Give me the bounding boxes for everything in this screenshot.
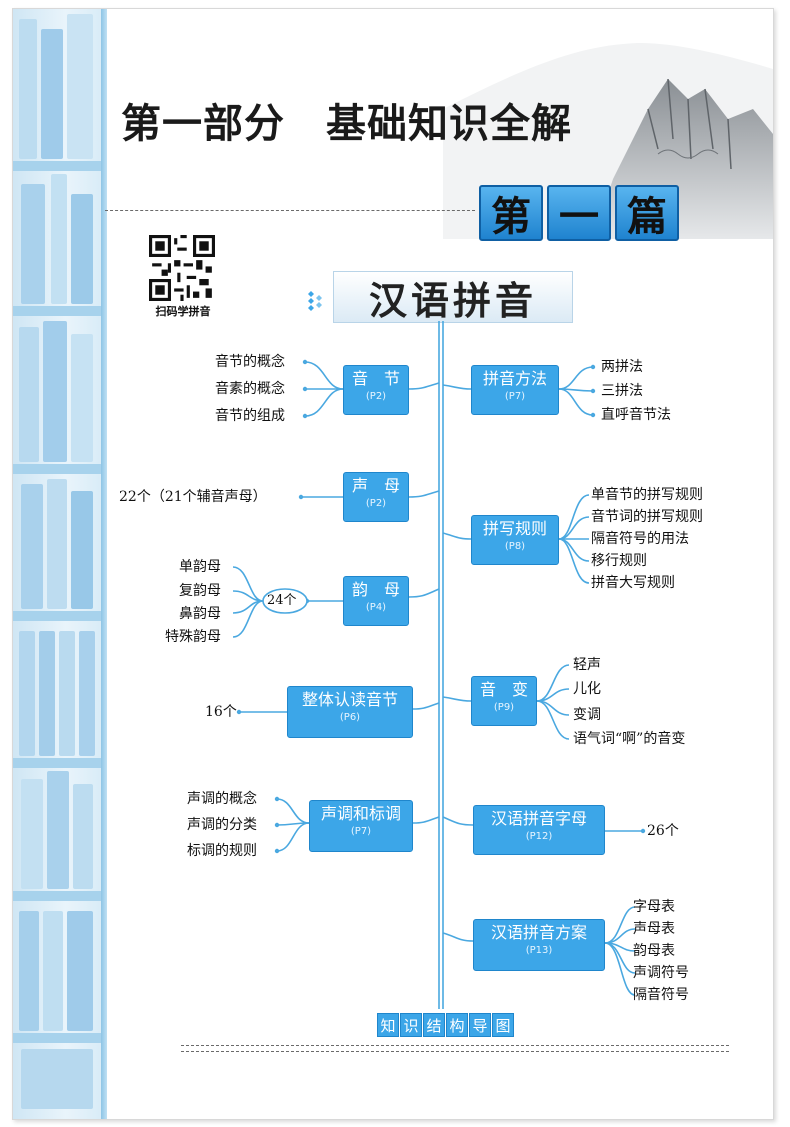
leaf-text: 韵母表 bbox=[633, 943, 675, 959]
caption-char: 构 bbox=[446, 1013, 468, 1037]
leaf-count-oval: 24个 bbox=[267, 593, 297, 608]
leaf-text: 三拼法 bbox=[601, 383, 643, 399]
node-title: 音 节 bbox=[351, 369, 400, 388]
node-title: 声调和标调 bbox=[320, 804, 401, 823]
leaf-text: 轻声 bbox=[573, 657, 601, 673]
node-spelling-method[interactable]: 拼音方法 (P7) bbox=[471, 365, 559, 415]
topic-title: 汉语拼音 bbox=[333, 271, 573, 323]
node-tones[interactable]: 声调和标调 (P7) bbox=[309, 800, 413, 852]
bookshelf-decoration bbox=[13, 9, 101, 1119]
leaf-text: 特殊韵母 bbox=[165, 629, 221, 645]
qr-code-icon[interactable] bbox=[149, 235, 215, 301]
node-page-ref: (P9) bbox=[493, 702, 515, 713]
chapter-badge: 第 一 篇 bbox=[479, 185, 679, 241]
leaf-text: 音节的组成 bbox=[215, 408, 285, 424]
node-title: 汉语拼音方案 bbox=[490, 923, 587, 942]
caption-char: 知 bbox=[377, 1013, 399, 1037]
node-page-ref: (P6) bbox=[339, 712, 361, 723]
part-title: 第一部分 基础知识全解 bbox=[121, 101, 572, 147]
node-finals[interactable]: 韵 母 (P4) bbox=[343, 576, 409, 626]
leaf-text: 鼻韵母 bbox=[179, 606, 221, 622]
node-page-ref: (P12) bbox=[525, 831, 553, 842]
diamond-ornament-icon bbox=[308, 291, 322, 311]
node-title: 拼音方法 bbox=[482, 369, 547, 388]
leaf-text: 22个（21个辅音声母） bbox=[119, 489, 267, 505]
node-title: 整体认读音节 bbox=[301, 690, 398, 709]
leaf-text: 音节的概念 bbox=[215, 354, 285, 370]
mind-map-connectors bbox=[232, 321, 646, 1009]
node-spelling-rules[interactable]: 拼写规则 (P8) bbox=[471, 515, 559, 565]
leaf-text: 儿化 bbox=[573, 681, 601, 697]
leaf-text: 两拼法 bbox=[601, 359, 643, 375]
node-page-ref: (P2) bbox=[365, 498, 387, 509]
chapter-char: 第 bbox=[479, 185, 543, 241]
leaf-text: 26个 bbox=[647, 823, 679, 839]
node-page-ref: (P8) bbox=[504, 541, 526, 552]
leaf-text: 字母表 bbox=[633, 899, 675, 915]
leaf-text: 隔音符号 bbox=[633, 987, 689, 1003]
node-title: 韵 母 bbox=[351, 580, 400, 599]
node-page-ref: (P4) bbox=[365, 602, 387, 613]
leaf-text: 标调的规则 bbox=[187, 843, 257, 859]
node-sound-change[interactable]: 音 变 (P9) bbox=[471, 676, 537, 726]
caption-char: 图 bbox=[492, 1013, 514, 1037]
leaf-text: 音素的概念 bbox=[215, 381, 285, 397]
node-whole-syllables[interactable]: 整体认读音节 (P6) bbox=[287, 686, 413, 738]
leaf-text: 移行规则 bbox=[591, 553, 647, 569]
leaf-text: 变调 bbox=[573, 707, 601, 723]
leaf-text: 声调的分类 bbox=[187, 817, 257, 833]
node-pinyin-scheme[interactable]: 汉语拼音方案 (P13) bbox=[473, 919, 605, 971]
node-title: 音 变 bbox=[479, 680, 528, 699]
qr-caption: 扫码学拼音 bbox=[155, 305, 211, 318]
header-divider bbox=[105, 210, 475, 211]
diagram-caption: 知 识 结 构 导 图 bbox=[377, 1013, 514, 1037]
footer-divider bbox=[181, 1051, 729, 1052]
leaf-text: 语气词“啊”的音变 bbox=[573, 731, 686, 747]
leaf-text: 复韵母 bbox=[179, 583, 221, 599]
page: 第一部分 基础知识全解 第 一 篇 扫码学拼音 汉语拼音 bbox=[12, 8, 774, 1120]
node-syllable[interactable]: 音 节 (P2) bbox=[343, 365, 409, 415]
leaf-text: 声母表 bbox=[633, 921, 675, 937]
leaf-text: 单音节的拼写规则 bbox=[591, 487, 703, 503]
chapter-char: 一 bbox=[547, 185, 611, 241]
caption-char: 识 bbox=[400, 1013, 422, 1037]
node-page-ref: (P7) bbox=[350, 826, 372, 837]
node-title: 汉语拼音字母 bbox=[490, 809, 587, 828]
node-title: 拼写规则 bbox=[482, 519, 547, 538]
chapter-char: 篇 bbox=[615, 185, 679, 241]
node-page-ref: (P13) bbox=[525, 945, 553, 956]
node-pinyin-letters[interactable]: 汉语拼音字母 (P12) bbox=[473, 805, 605, 855]
leaf-text: 16个 bbox=[205, 704, 237, 720]
caption-char: 结 bbox=[423, 1013, 445, 1037]
leaf-text: 直呼音节法 bbox=[601, 407, 671, 423]
leaf-text: 隔音符号的用法 bbox=[591, 531, 689, 547]
leaf-text: 声调符号 bbox=[633, 965, 689, 981]
leaf-text: 音节词的拼写规则 bbox=[591, 509, 703, 525]
node-title: 声 母 bbox=[351, 476, 400, 495]
node-page-ref: (P7) bbox=[504, 391, 526, 402]
shelf-edge bbox=[101, 9, 107, 1119]
caption-char: 导 bbox=[469, 1013, 491, 1037]
leaf-text: 声调的概念 bbox=[187, 791, 257, 807]
leaf-text: 拼音大写规则 bbox=[591, 575, 675, 591]
leaf-text: 单韵母 bbox=[179, 559, 221, 575]
node-initials[interactable]: 声 母 (P2) bbox=[343, 472, 409, 522]
node-page-ref: (P2) bbox=[365, 391, 387, 402]
footer-divider bbox=[181, 1045, 729, 1046]
